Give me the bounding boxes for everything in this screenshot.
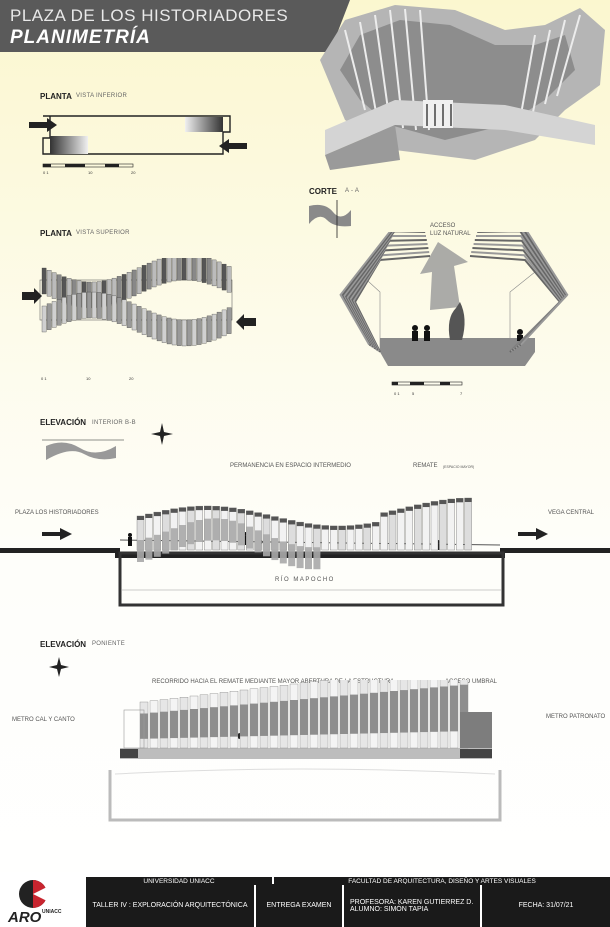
elevacion-interior-title: ELEVACIÓN bbox=[40, 418, 87, 427]
course-label: TALLER IV : EXPLORACIÓN ARQUITECTÓNICA bbox=[92, 902, 248, 909]
planta-inferior-view: VISTA INFERIOR bbox=[76, 93, 128, 99]
corte-drawing bbox=[339, 232, 569, 386]
scale-label: 10 bbox=[86, 376, 91, 381]
planta-inferior-title: PLANTA bbox=[40, 92, 72, 101]
planta-superior-drawing bbox=[22, 258, 256, 347]
elevacion-interior-view: INTERIOR B-B bbox=[92, 420, 136, 426]
label-metro-patronato: METRO PATRONATO bbox=[546, 714, 606, 720]
elevacion-interior-drawing bbox=[0, 497, 610, 607]
label-metro-cal-canto: METRO CAL Y CANTO bbox=[12, 717, 75, 723]
scale-label: 5 bbox=[412, 391, 415, 396]
professor-label: PROFESORA: KAREN GUTIERREZ D. bbox=[350, 898, 474, 906]
university-label: UNIVERSIDAD UNIACC bbox=[143, 877, 215, 885]
credits-cell: PROFESORA: KAREN GUTIERREZ D. ALUMNO: SI… bbox=[344, 884, 480, 927]
scale-label: 10 bbox=[88, 170, 93, 175]
faculty-label: FACULTAD DE ARQUITECTURA, DISEÑO Y ARTES… bbox=[348, 877, 536, 885]
student-label: ALUMNO: SIMÓN TAPIA bbox=[350, 905, 429, 913]
north-arrow-icon bbox=[49, 657, 69, 677]
note-acceso-umbral: ACCESO UMBRAL bbox=[445, 679, 498, 685]
planta-superior-view: VISTA SUPERIOR bbox=[76, 230, 130, 236]
scale-label: 20 bbox=[131, 170, 136, 175]
note-permanencia: PERMANENCIA EN ESPACIO INTERMEDIO bbox=[230, 463, 351, 469]
note-remate-small: (ESPACIO MAYOR) bbox=[443, 465, 475, 469]
elevacion-key-plan bbox=[42, 439, 124, 460]
elevacion-poniente-drawing bbox=[108, 680, 502, 822]
corte-title: CORTE bbox=[309, 187, 337, 196]
logo-text: ARO bbox=[8, 909, 42, 926]
perspective-render bbox=[320, 5, 605, 170]
corte-label: A - A bbox=[345, 188, 360, 194]
note-remate: REMATE bbox=[413, 463, 438, 469]
delivery-label: ENTREGA EXAMEN bbox=[266, 902, 332, 909]
label-vega: VEGA CENTRAL bbox=[548, 510, 595, 516]
faculty-cell: FACULTAD DE ARQUITECTURA, DISEÑO Y ARTES… bbox=[274, 877, 610, 885]
north-arrow-icon bbox=[151, 423, 173, 445]
university-cell: UNIVERSIDAD UNIACC bbox=[86, 877, 272, 885]
planta-inferior-drawing bbox=[29, 115, 247, 168]
scale-label: 20 bbox=[129, 376, 134, 381]
aro-logo bbox=[19, 880, 47, 908]
delivery-cell: ENTREGA EXAMEN bbox=[256, 884, 342, 927]
label-plaza: PLAZA LOS HISTORIADORES bbox=[15, 510, 99, 516]
scale-label: 0 1 bbox=[43, 170, 49, 175]
planta-superior-title: PLANTA bbox=[40, 229, 72, 238]
corte-key-plan bbox=[309, 200, 351, 238]
scale-label: 0 1 bbox=[394, 391, 400, 396]
sheet-subtitle: PLANIMETRÍA bbox=[10, 27, 151, 48]
river-label: RÍO MAPOCHO bbox=[275, 577, 335, 583]
date-cell: FECHA: 31/07/21 bbox=[482, 884, 610, 927]
scale-label: 0 1 bbox=[41, 376, 47, 381]
corte-annotation: ACCESO LUZ NATURAL bbox=[430, 223, 471, 237]
logo-sub: UNIACC bbox=[42, 909, 62, 915]
sheet-title: PLAZA DE LOS HISTORIADORES bbox=[10, 6, 289, 25]
elevacion-poniente-view: PONIENTE bbox=[92, 641, 126, 647]
course-cell: TALLER IV : EXPLORACIÓN ARQUITECTÓNICA bbox=[86, 884, 254, 927]
elevacion-poniente-title: ELEVACIÓN bbox=[40, 640, 87, 649]
scale-label: 7 bbox=[460, 391, 463, 396]
note-recorrido: RECORRIDO HACIA EL REMATE MEDIANTE MAYOR… bbox=[152, 679, 395, 685]
date-label: FECHA: 31/07/21 bbox=[518, 902, 574, 909]
